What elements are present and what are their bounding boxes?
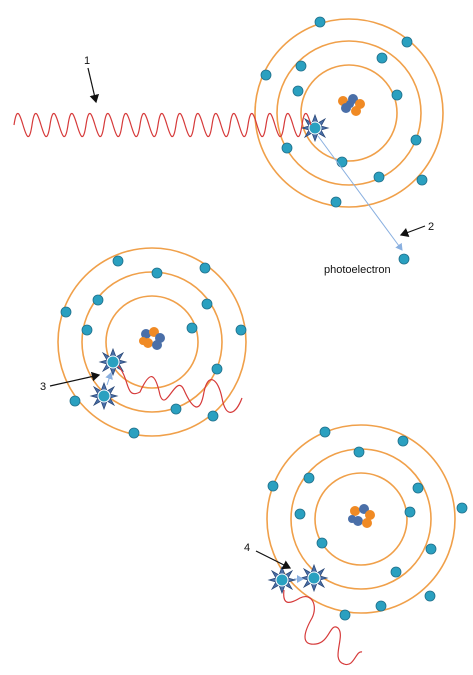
orbit-outer: [57, 247, 247, 437]
photoelectron: [398, 253, 410, 265]
pointer-arrow-1: [87, 67, 100, 104]
nucleus: [338, 94, 365, 116]
electrons: [267, 426, 468, 621]
label-4: 4: [244, 542, 250, 554]
emitted-wave-3: [117, 365, 243, 413]
photoelectron-trajectory: [317, 135, 403, 251]
orbit-inner: [105, 295, 199, 389]
label-2: 2: [428, 221, 434, 233]
emitted-wave-4: [283, 589, 363, 666]
atom-top: [254, 16, 444, 208]
electrons: [60, 255, 247, 439]
nucleus: [139, 327, 165, 350]
atom-bottom: [266, 424, 468, 621]
label-3: 3: [40, 381, 46, 393]
excited-electron-star-left: [267, 565, 297, 595]
orbit-inner: [314, 472, 408, 566]
label-1: 1: [84, 55, 90, 67]
pointer-arrow-4: [255, 550, 292, 570]
excited-electron-star-right: [299, 563, 329, 593]
orbit-inner: [300, 64, 398, 162]
excited-electron-star-lower: [89, 381, 119, 411]
pointer-arrow-3: [49, 371, 101, 387]
pointer-arrow-2: [399, 225, 426, 237]
nucleus: [348, 504, 375, 528]
photoelectron-label: photoelectron: [324, 264, 391, 276]
transition-arrow: [105, 372, 113, 386]
orbit-middle: [276, 40, 422, 186]
excited-electron-star: [300, 113, 330, 143]
orbit-outer: [266, 424, 456, 614]
atom-middle: [57, 247, 247, 439]
electrons: [260, 16, 428, 208]
orbit-outer: [254, 18, 444, 208]
incoming-wave-1: [13, 112, 312, 138]
